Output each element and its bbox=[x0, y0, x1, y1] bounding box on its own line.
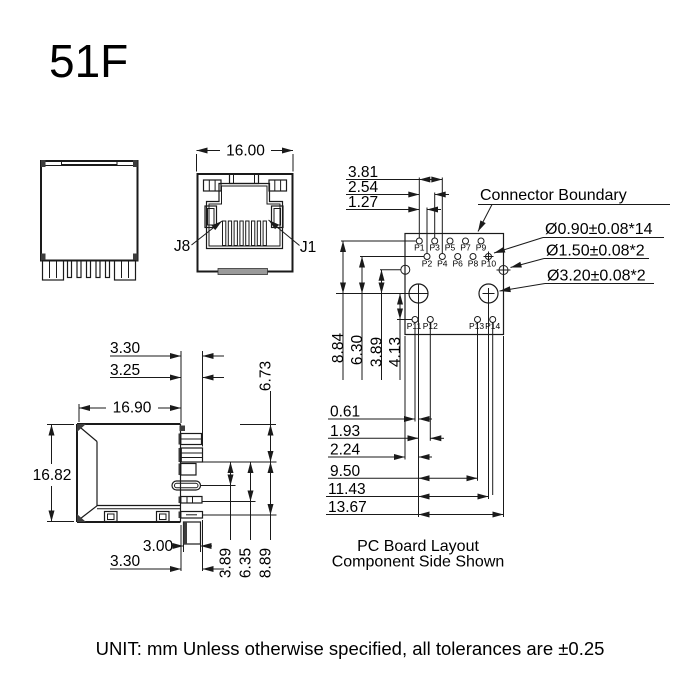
dim-label: 3.25 bbox=[110, 362, 140, 379]
corner-mark bbox=[41, 160, 46, 167]
corner-mark bbox=[41, 253, 46, 261]
j8-label: J8 bbox=[174, 238, 190, 255]
pin-label: P8 bbox=[468, 259, 479, 269]
left-latch-window bbox=[204, 205, 218, 229]
dim-label: 3.30 bbox=[110, 340, 141, 357]
dim-label: 6.30 bbox=[349, 335, 366, 366]
hole-p6 bbox=[454, 253, 462, 260]
dim-label: 3.89 bbox=[218, 548, 235, 578]
pin-label: P10 bbox=[481, 259, 496, 269]
pcb-caption-line2: Component Side Shown bbox=[332, 554, 505, 571]
rear-pin-comb bbox=[41, 259, 137, 281]
dim-label: 1.93 bbox=[330, 423, 360, 440]
left-ear bbox=[202, 179, 222, 192]
pcb-layout: P1 P3 P5 P7 P9 P2 P4 P6 P8 P10 P11 P12 bbox=[400, 232, 511, 336]
pin-label: P3 bbox=[429, 243, 440, 253]
dim-label: 16.90 bbox=[113, 400, 152, 417]
dim-label: 16.82 bbox=[33, 467, 72, 484]
pcb-left-dimensions: 8.84 6.30 3.89 4.13 bbox=[330, 240, 428, 380]
mount-foot bbox=[103, 510, 118, 523]
dim-label: 2.54 bbox=[348, 179, 379, 196]
dim-label: 3.00 bbox=[143, 538, 174, 555]
rear-tab bbox=[179, 495, 203, 504]
j1-label: J1 bbox=[300, 239, 316, 256]
dim-label: 0.61 bbox=[330, 404, 360, 421]
dim-label: 9.50 bbox=[330, 463, 361, 480]
hole-p8 bbox=[469, 253, 477, 260]
pcb-bottom-dimensions: 0.61 1.93 2.24 9.50 11.43 13.67 bbox=[326, 284, 504, 518]
locator-slot bbox=[171, 480, 202, 491]
pin-label: P4 bbox=[437, 259, 448, 269]
pin-label: P7 bbox=[460, 243, 471, 253]
pin-label: P5 bbox=[445, 243, 456, 253]
dim-label: 13.67 bbox=[328, 499, 367, 516]
side-view bbox=[76, 423, 204, 545]
front-view bbox=[196, 173, 294, 275]
dim-label: 8.84 bbox=[330, 333, 347, 364]
dim-front-width: 16.00 bbox=[196, 143, 294, 172]
corner-mark bbox=[133, 253, 138, 261]
dim-label: 3.30 bbox=[110, 553, 141, 570]
note-large-holes: Ø3.20±0.08*2 bbox=[547, 268, 646, 285]
dim-label: 1.27 bbox=[348, 194, 378, 211]
dim-label: 2.24 bbox=[330, 442, 361, 459]
bottom-foot-bar bbox=[217, 268, 268, 275]
dim-label: 6.35 bbox=[238, 548, 255, 578]
pin-label: P6 bbox=[452, 259, 463, 269]
pin-label: P2 bbox=[422, 259, 433, 269]
socket-opening bbox=[205, 182, 284, 250]
dim-label: 6.73 bbox=[258, 361, 275, 391]
dim-label: 3.89 bbox=[369, 337, 386, 367]
note-small-holes: Ø0.90±0.08*14 bbox=[545, 221, 653, 238]
dim-label: 11.43 bbox=[328, 481, 366, 498]
note-mid-holes: Ø1.50±0.08*2 bbox=[546, 243, 645, 260]
dim-label: 16.00 bbox=[226, 143, 265, 160]
pin-callouts: J8 J1 bbox=[174, 219, 316, 256]
dim-label: 3.81 bbox=[348, 164, 378, 181]
pin-label: P1 bbox=[414, 243, 425, 253]
pcb-top-dimensions: 3.81 2.54 1.27 bbox=[346, 164, 449, 254]
pin-label: P11 bbox=[407, 321, 422, 331]
page-title: 51F bbox=[49, 35, 128, 87]
dim-label: 4.13 bbox=[387, 337, 404, 367]
right-ear bbox=[268, 179, 288, 192]
mount-foot bbox=[155, 510, 170, 523]
pin-label: P9 bbox=[476, 243, 487, 253]
contact-block bbox=[179, 447, 204, 463]
footer-note: UNIT: mm Unless otherwise specified, all… bbox=[96, 638, 605, 659]
corner-mark bbox=[77, 514, 86, 522]
side-view-dimensions: 3.30 3.25 6.73 16.90 16.82 8.89 6.35 3.8… bbox=[33, 340, 277, 578]
corner-mark bbox=[77, 424, 86, 432]
pcb-caption-line1: PC Board Layout bbox=[357, 538, 479, 555]
pcb-notes: Connector Boundary Ø0.90±0.08*14 Ø1.50±0… bbox=[477, 187, 670, 293]
rear-view bbox=[40, 160, 139, 281]
connector-boundary-label: Connector Boundary bbox=[480, 187, 627, 204]
hole-p7 bbox=[462, 237, 469, 245]
connector-boundary bbox=[404, 232, 505, 336]
pin-label: P13 bbox=[469, 321, 484, 331]
corner-mark bbox=[133, 160, 138, 167]
contact-pins bbox=[222, 220, 267, 246]
hole-p9 bbox=[477, 237, 485, 245]
dim-label: 8.89 bbox=[258, 548, 275, 578]
hole-p5 bbox=[446, 237, 454, 245]
